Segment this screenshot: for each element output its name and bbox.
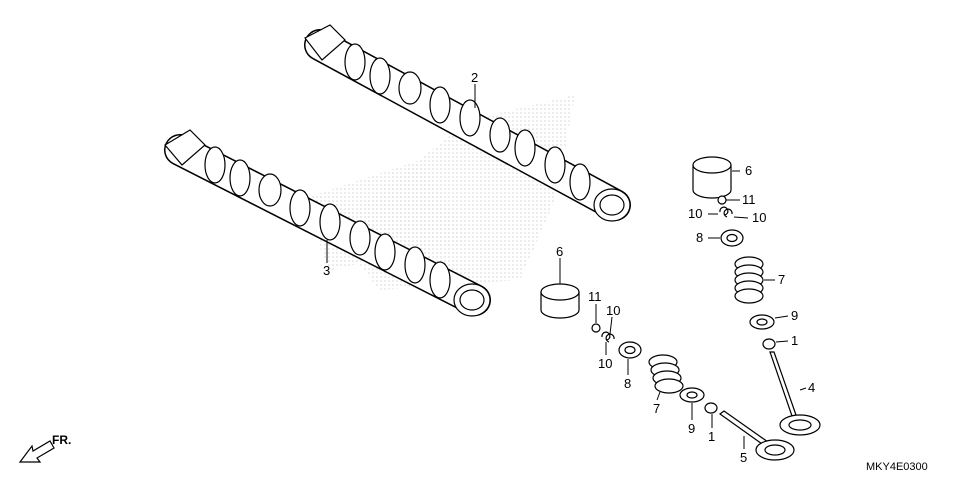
diagram-code: MKY4E0300 bbox=[866, 461, 928, 473]
front-direction-indicator: FR. bbox=[18, 433, 71, 463]
valve-right bbox=[769, 351, 821, 436]
leader-lines bbox=[326, 84, 807, 449]
lifter-left bbox=[540, 283, 580, 319]
callout-valve-left: 5 bbox=[740, 450, 747, 465]
camshaft-lower bbox=[164, 129, 491, 317]
callout-keeper-left-b: 10 bbox=[598, 356, 612, 371]
callout-cotter-right: 11 bbox=[742, 192, 756, 207]
camshaft-upper bbox=[304, 24, 631, 222]
keepers-left bbox=[601, 331, 615, 343]
seal-left bbox=[704, 402, 718, 414]
callout-spring-seat-right: 9 bbox=[791, 308, 798, 323]
callout-retainer-left: 8 bbox=[624, 376, 631, 391]
callout-seal-right: 1 bbox=[791, 333, 798, 348]
callout-keeper-left-a: 10 bbox=[606, 303, 620, 318]
spring-seat-right bbox=[749, 314, 775, 330]
retainer-left bbox=[618, 341, 642, 359]
arrow-down-left-icon bbox=[18, 440, 55, 463]
spring-left bbox=[648, 354, 684, 394]
callout-valve-right: 4 bbox=[808, 380, 815, 395]
valve-assembly-left bbox=[540, 283, 795, 461]
callout-spring-left: 7 bbox=[653, 401, 660, 416]
front-label: FR. bbox=[52, 433, 71, 447]
spring-seat-left bbox=[679, 387, 705, 403]
callout-spring-seat-left: 9 bbox=[688, 421, 695, 436]
callout-cotter-left: 11 bbox=[588, 289, 602, 304]
seal-right bbox=[762, 338, 776, 350]
cotter-right bbox=[717, 195, 727, 205]
cotter-left bbox=[591, 323, 601, 333]
callout-keeper-right-a: 10 bbox=[688, 206, 702, 221]
callout-keeper-right-b: 10 bbox=[752, 210, 766, 225]
callout-seal-left: 1 bbox=[708, 429, 715, 444]
valve-left bbox=[718, 410, 795, 461]
callout-spring-right: 7 bbox=[778, 272, 785, 287]
callout-lifter-right: 6 bbox=[745, 163, 752, 178]
spring-right bbox=[734, 256, 764, 304]
valve-assembly-right bbox=[692, 156, 821, 436]
callout-retainer-right: 8 bbox=[696, 230, 703, 245]
keepers-right bbox=[719, 206, 733, 218]
callout-camshaft-lower: 3 bbox=[323, 263, 330, 278]
retainer-right bbox=[720, 229, 744, 247]
lifter-right bbox=[692, 156, 732, 199]
callouts: 2 3 6 11 10 10 8 7 9 1 4 6 11 10 10 8 7 … bbox=[323, 70, 815, 465]
callout-lifter-left: 6 bbox=[556, 244, 563, 259]
callout-camshaft-upper: 2 bbox=[471, 70, 478, 85]
